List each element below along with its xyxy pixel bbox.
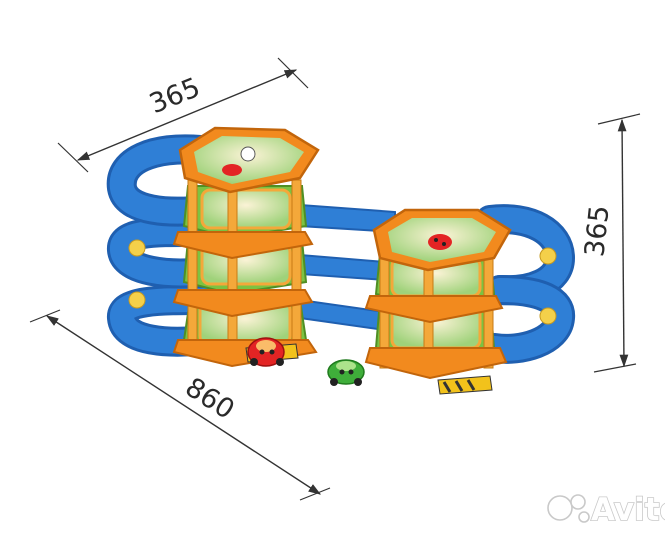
watermark-text: Avito xyxy=(591,492,665,528)
right-spiral-track xyxy=(475,204,576,364)
left-spiral-track xyxy=(106,134,220,357)
right-tower xyxy=(364,208,512,380)
red-toy-car xyxy=(247,337,285,367)
width-label: 365 xyxy=(145,72,204,120)
length-label: 860 xyxy=(180,372,240,426)
avito-watermark: Avito xyxy=(547,491,665,529)
green-toy-car xyxy=(327,359,365,386)
left-tower xyxy=(172,126,320,368)
height-label: 365 xyxy=(579,204,615,259)
dimension-height: 365 xyxy=(579,113,641,373)
